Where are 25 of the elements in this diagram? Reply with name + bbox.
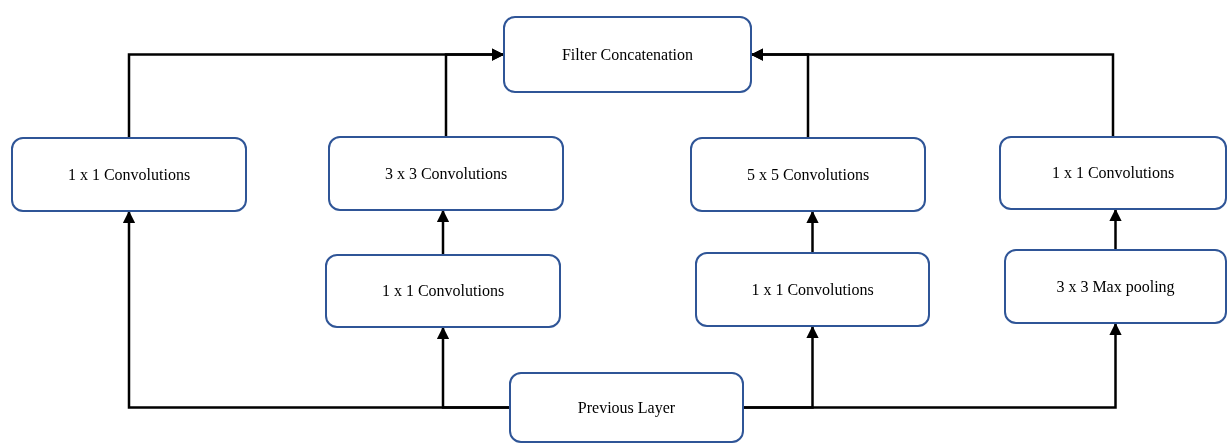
box-label: Filter Concatenation xyxy=(561,44,694,65)
arrow xyxy=(750,48,1115,136)
arrow xyxy=(744,322,1122,409)
arrow xyxy=(436,209,450,254)
process-box xyxy=(695,252,930,327)
box-label: Previous Layer xyxy=(577,397,676,419)
process-box xyxy=(509,372,744,443)
process-box xyxy=(1004,249,1227,324)
process-box xyxy=(11,137,247,212)
box-label: 1 x 1 Convolutions xyxy=(1051,163,1175,183)
process-box xyxy=(503,16,752,93)
box-label: 1 x 1 Convolutions xyxy=(381,281,505,301)
process-box xyxy=(690,137,926,212)
box-label: 3 x 3 Max pooling xyxy=(1056,276,1175,298)
arrow xyxy=(1109,208,1122,249)
box-label: 3 x 3 Convolutions xyxy=(384,163,508,184)
process-box xyxy=(325,254,561,328)
box-label: 5 x 5 Convolutions xyxy=(746,164,870,185)
box-label: 1 x 1 Convolutions xyxy=(751,279,874,300)
box-label: 1 x 1 Convolutions xyxy=(67,164,191,185)
arrow xyxy=(444,48,505,136)
arrow xyxy=(806,210,819,252)
process-box xyxy=(999,136,1227,210)
process-box xyxy=(328,136,564,211)
arrow xyxy=(436,326,509,409)
